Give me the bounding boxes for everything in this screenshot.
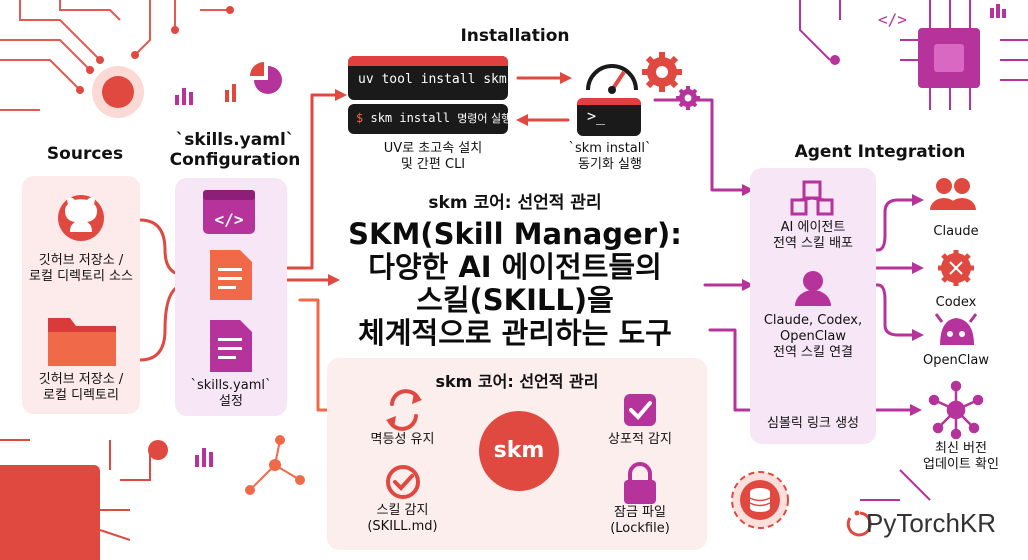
skm-install-terminal: $ skm install 명령어 실행: [348, 104, 508, 134]
idempotent-label: 멱등성 유지: [370, 432, 435, 447]
lockfile-label: 잠금 파일 (Lockfile): [610, 505, 670, 536]
skm-install-label: `skm install` 동기화 실행: [568, 141, 652, 172]
install-terminal: uv tool install skm: [348, 56, 508, 100]
sources-header: Sources: [46, 144, 124, 164]
uv-install-label: UV로 초고속 설치 및 간편 CLI: [383, 141, 483, 172]
terminal-icon: >_: [577, 98, 641, 136]
svg-text:</>: </>: [878, 10, 907, 29]
page-title: SKM(Skill Manager): 다양한 AI 에이전트들의 스킬(SKI…: [348, 217, 682, 350]
config-header: `skills.yaml` Configuration: [169, 130, 301, 170]
yaml-config-label: `skills.yaml` 설정: [190, 378, 272, 409]
agent-integration-header: Agent Integration: [794, 142, 966, 162]
skm-install-command: skm install: [370, 111, 450, 125]
folder-source-label: 깃허브 저장소 / 로컬 디렉토리: [38, 372, 124, 403]
skm-logo-text: skm: [493, 438, 545, 463]
brand-name: PyTorchKR: [866, 508, 997, 538]
terminal-prompt: >_: [587, 107, 606, 125]
command-run-text: 명령어 실행: [457, 112, 508, 125]
skill-detect-label: 스킬 감지 (SKILL.md): [367, 503, 438, 534]
codex-label: Codex: [935, 295, 977, 310]
symlink-label: 심볼릭 링크 생성: [767, 416, 859, 431]
claude-label: Claude: [933, 224, 979, 239]
deploy-label: AI 에이전트 전역 스킬 배포: [772, 220, 854, 251]
prompt-symbol: $: [356, 111, 364, 125]
state-detect-label: 상포적 감지: [608, 432, 672, 447]
installation-header: Installation: [460, 26, 570, 46]
connect-label: Claude, Codex, OpenClaw 전역 스킬 연결: [763, 313, 863, 360]
update-check-label: 최신 버전 업데이트 확인: [923, 441, 999, 472]
center-subtitle: skm 코어: 선언적 관리: [428, 193, 602, 213]
openclaw-label: OpenClaw: [922, 353, 989, 368]
install-command: uv tool install skm: [358, 72, 507, 87]
core-header: skm 코어: 선언적 관리: [435, 372, 599, 391]
agent-panel: [750, 168, 876, 444]
github-source-label: 깃허브 저장소 / 로컬 디렉토리 소스: [29, 253, 133, 284]
